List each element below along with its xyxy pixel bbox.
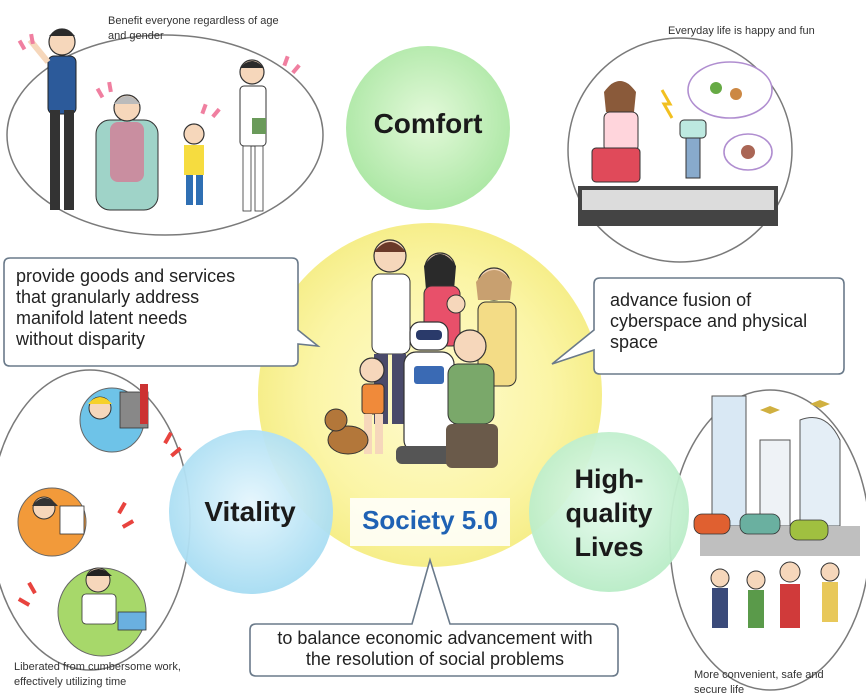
- scene-city: [693, 395, 860, 628]
- high-quality-lives-label: High- quality Lives: [548, 462, 670, 564]
- caption-bottom-left-line-1: Liberated from cumbersome work,: [14, 661, 181, 673]
- caption-bottom-right-line-1: More convenient, safe and: [694, 669, 824, 681]
- caption-bottom-right: More convenient, safe and secure life: [694, 668, 864, 698]
- scene-people-all-ages: [17, 28, 301, 212]
- caption-bottom-left-line-2: effectively utilizing time: [14, 676, 127, 688]
- scene-workers: [17, 384, 182, 657]
- callout-bottom-box: [249, 557, 619, 677]
- callout-left-text: provide goods and services that granular…: [16, 266, 296, 350]
- caption-top-left-line-1: Benefit everyone regardless of age: [108, 15, 279, 27]
- callout-right-line-2: cyberspace and physical: [610, 311, 808, 331]
- scene-kitchen: [578, 61, 778, 226]
- vitality-circle: [169, 430, 333, 594]
- comfort-label: Comfort: [373, 108, 483, 139]
- lives-line-2: quality: [565, 498, 653, 528]
- callout-right-text: advance fusion of cyberspace and physica…: [610, 290, 842, 353]
- caption-bottom-right-line-2: secure life: [694, 684, 745, 696]
- society-title: Society 5.0: [362, 505, 498, 535]
- callout-right-box: [551, 277, 845, 375]
- caption-top-right: Everyday life is happy and fun: [668, 25, 815, 37]
- caption-bottom-left: Liberated from cumbersome work, effectiv…: [14, 660, 214, 690]
- caption-top-left-line-2: and gender: [108, 30, 164, 42]
- lives-line-1: High-: [574, 464, 644, 494]
- vitality-label: Vitality: [204, 496, 296, 527]
- callout-bottom-line-2: the resolution of social problems: [305, 649, 565, 669]
- callout-left-line-3: manifold latent needs: [16, 308, 188, 328]
- caption-top-left: Benefit everyone regardless of age and g…: [108, 14, 308, 44]
- callout-bottom-line-1: to balance economic advancement with: [277, 628, 593, 648]
- lives-circle: [529, 432, 689, 592]
- callout-left-box: [3, 257, 321, 367]
- callout-left-line-2: that granularly address: [16, 287, 200, 307]
- callout-left-line-4: without disparity: [16, 329, 146, 349]
- lives-line-3: Lives: [574, 532, 644, 562]
- callout-left-line-1: provide goods and services: [16, 266, 236, 286]
- society-label-box: [350, 498, 510, 546]
- callout-right-line-3: space: [610, 332, 659, 352]
- comfort-circle: [346, 46, 510, 210]
- callout-right-line-1: advance fusion of: [610, 290, 752, 310]
- scene-family-robot: [324, 239, 517, 468]
- callout-bottom-text: to balance economic advancement with the…: [256, 628, 614, 670]
